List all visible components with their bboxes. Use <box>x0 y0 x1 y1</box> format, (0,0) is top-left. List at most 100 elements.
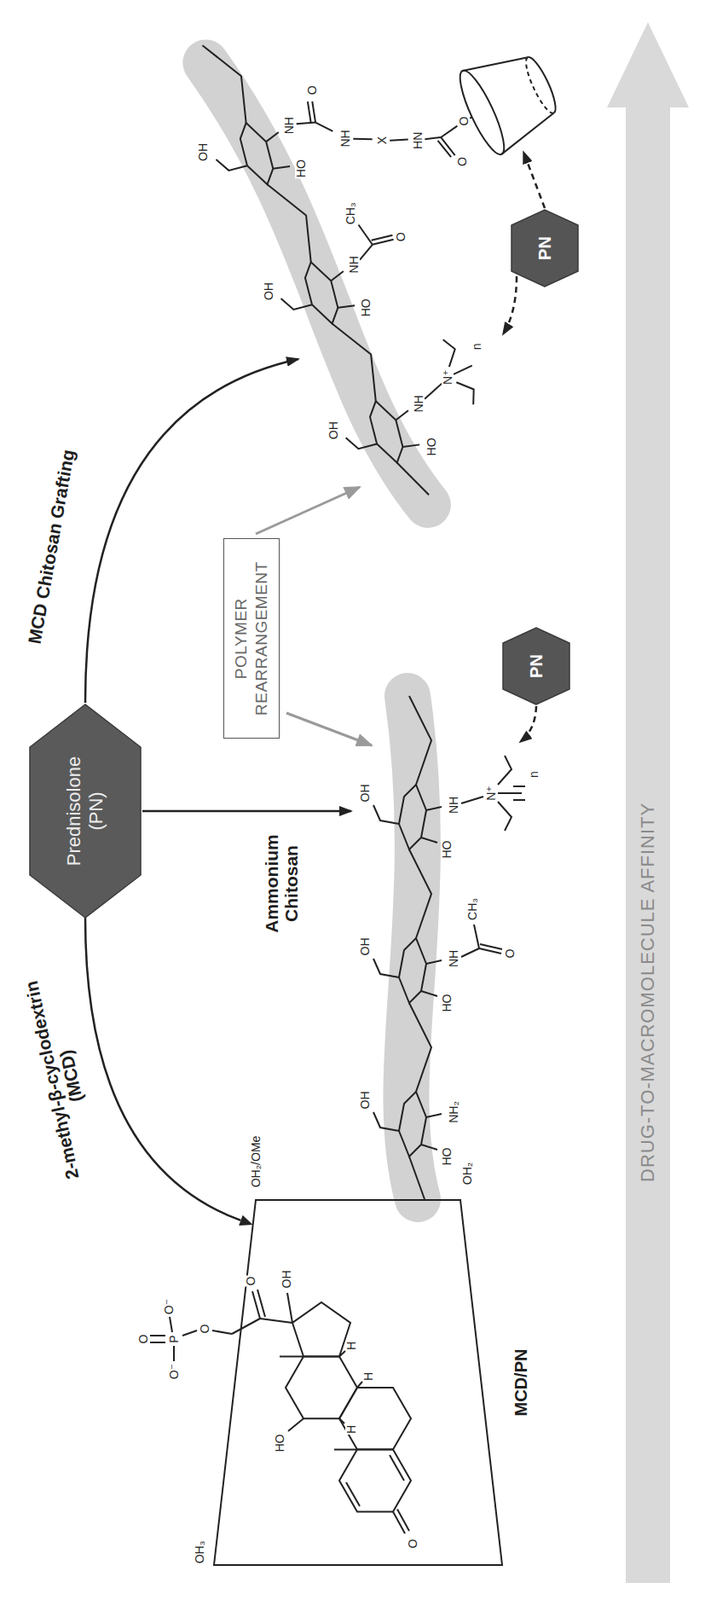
atom-label: HO <box>359 297 372 318</box>
atom-label: O <box>244 1275 257 1287</box>
drawn-path <box>502 276 517 335</box>
bond-line <box>371 231 394 244</box>
atom-label: HO <box>425 436 438 457</box>
hexagon-shape <box>511 209 579 287</box>
hexagon-shape <box>502 627 570 705</box>
atom-label: HO <box>440 839 453 860</box>
bond-line <box>479 943 503 949</box>
atom-label: n <box>527 769 540 779</box>
atom-label: OH <box>280 1269 293 1290</box>
arrow-line <box>85 917 241 1220</box>
bond-line <box>497 755 512 785</box>
hexagon-shape <box>29 704 141 918</box>
drug-name: PN <box>535 236 555 261</box>
bond-line <box>150 1334 166 1336</box>
bond-line <box>279 1355 304 1358</box>
bond-line <box>260 1317 293 1323</box>
atom-label: X <box>375 135 388 145</box>
drawn-path <box>255 486 360 534</box>
bond-line <box>453 365 473 375</box>
atom-label: O <box>137 1333 150 1345</box>
axis-title: DRUG-TO-MACROMOLECULE AFFINITY <box>636 802 659 1182</box>
drug-hexagon: PN <box>502 627 570 705</box>
bond-line <box>346 1481 360 1506</box>
atom-label: NH <box>339 128 352 148</box>
bond-line <box>296 115 316 130</box>
atom-label: O <box>406 1537 419 1550</box>
bond-line <box>182 1329 197 1336</box>
drawn-path <box>513 786 526 800</box>
atom-label: N⁺ <box>441 368 454 386</box>
bond-line <box>462 43 528 85</box>
bond-line <box>358 222 372 246</box>
bond-line <box>421 383 446 399</box>
reaction-label: Ammonium Chitosan <box>261 833 301 933</box>
drug-hexagon: Prednisolone (PN) <box>29 704 141 918</box>
structure-group <box>169 0 685 517</box>
bond-line <box>315 117 333 137</box>
atom-label: NH <box>347 254 360 274</box>
atom-label: O <box>457 115 470 128</box>
atom-label: NH₂ <box>447 1099 460 1124</box>
drawn-path <box>205 56 428 511</box>
box-text: POLYMER REARRANGEMENT <box>231 560 272 716</box>
atom-label: NH <box>412 393 425 413</box>
bond-line <box>438 138 452 159</box>
bond-line <box>397 1508 410 1532</box>
atom-label: H <box>345 1340 358 1351</box>
atom-label: OH <box>358 936 371 957</box>
reagent-label: 2-methyl-β-cyclodextrin (MCD) <box>18 964 105 1192</box>
atom-label: O <box>198 1323 211 1335</box>
atom-label: O⁻ <box>162 1297 175 1315</box>
atom-label: HN <box>411 131 424 151</box>
bond-line <box>212 1329 232 1334</box>
atom-label: O <box>394 231 407 243</box>
bond-line <box>439 126 460 138</box>
drug-hexagon: PN <box>511 209 579 287</box>
bond-line <box>389 1454 405 1480</box>
sugar-unit <box>373 1002 442 1157</box>
sugar-unit <box>234 170 362 339</box>
atom-label: CH₃ <box>466 896 479 921</box>
atom-label: O⁻ <box>167 1362 180 1380</box>
atom-label: OH₂ <box>461 1161 474 1185</box>
bond-line <box>437 336 461 367</box>
structure-group <box>169 0 688 525</box>
bond-line <box>302 101 317 123</box>
ring-outline <box>339 1449 411 1512</box>
bond-line <box>461 948 480 957</box>
shape-outline <box>213 1198 503 1566</box>
atom-label: OH₂/OMe <box>249 1134 262 1189</box>
bond-line <box>393 1510 405 1533</box>
drawn-path <box>520 57 555 116</box>
ring-outline <box>292 1301 351 1357</box>
complex-name: MCD/PN <box>511 1198 532 1566</box>
atom-label: O <box>503 948 516 960</box>
bond-line <box>474 924 480 948</box>
sugar-unit <box>169 31 297 200</box>
atom-label: OH <box>327 420 340 440</box>
bond-line <box>479 948 502 954</box>
atom-label: OH <box>262 281 275 301</box>
bond-line <box>287 1292 293 1323</box>
atom-label: H <box>345 1423 358 1434</box>
bond-line <box>231 1317 261 1334</box>
atom-label: HO <box>273 1433 286 1453</box>
drawn-path <box>405 695 418 1199</box>
inclusion-complex: MCD/PN <box>213 1198 503 1566</box>
bond-line <box>397 456 429 502</box>
atom-label: HO <box>440 1146 453 1167</box>
bond-line <box>257 1289 266 1317</box>
bond-line <box>461 796 484 804</box>
atom-label: O <box>306 84 318 96</box>
atom-label: NH <box>447 948 460 968</box>
cavity-rim <box>452 65 512 159</box>
process-box: POLYMER REARRANGEMENT <box>223 537 280 739</box>
atom-label: CH₃ <box>344 201 357 226</box>
structure-group <box>373 695 526 1199</box>
arrow-shape <box>606 22 689 1583</box>
structure-group <box>150 1289 411 1533</box>
atom-label: OH <box>358 783 371 804</box>
atom-label: HO <box>294 158 307 179</box>
drawn-path <box>286 712 372 746</box>
